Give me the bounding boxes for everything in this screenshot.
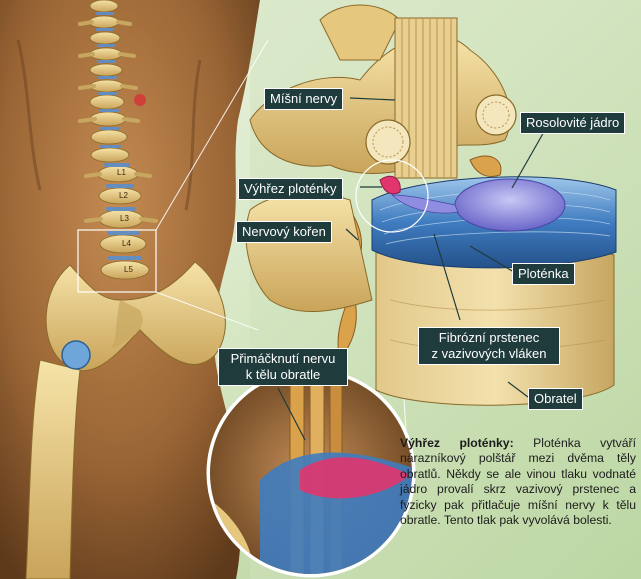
callout-nucleus-pulposus: Rosolovité jádro bbox=[520, 112, 626, 134]
herniation-highlight-circle bbox=[355, 159, 429, 233]
vertebra-label-l2: L2 bbox=[119, 191, 128, 200]
vertebra-label-l5: L5 bbox=[124, 265, 133, 274]
explanation-caption: Výhřez ploténky: Ploténka vytváří nárazn… bbox=[400, 436, 636, 528]
human-back-figure: L1 L2 L3 L4 L5 bbox=[0, 0, 260, 579]
callout-nerve-root: Nervový kořen bbox=[236, 221, 332, 243]
vertebra-label-l4: L4 bbox=[122, 239, 131, 248]
callout-annulus-line1: Fibrózní prstenec bbox=[438, 330, 540, 345]
nucleus-pulposus bbox=[454, 178, 566, 232]
callout-disc: Ploténka bbox=[512, 263, 575, 285]
spinal-column: L1 L2 L3 L4 L5 bbox=[78, 0, 158, 280]
callout-disc-herniation: Výhřez ploténky bbox=[238, 178, 343, 200]
highlight-box bbox=[77, 229, 157, 293]
vertebra-label-l3: L3 bbox=[120, 214, 129, 223]
vertebra-label-l1: L1 bbox=[117, 168, 126, 177]
callout-leader-lines bbox=[277, 97, 546, 441]
callout-compression-line1: Přimáčknutí nervu bbox=[230, 351, 336, 366]
caption-body: Ploténka vytváří nárazníkový polštář mez… bbox=[400, 436, 636, 528]
caption-lead: Výhřez ploténky: bbox=[400, 436, 514, 450]
callout-spinal-nerves: Míšní nervy bbox=[264, 88, 344, 110]
callout-vertebra: Obratel bbox=[528, 388, 583, 410]
callout-nerve-compression: Přimáčknutí nervu k tělu obratle bbox=[218, 348, 348, 386]
pain-point-marker bbox=[134, 94, 146, 106]
herniation-bulge bbox=[379, 176, 401, 195]
callout-compression-line2: k tělu obratle bbox=[245, 367, 321, 382]
femur bbox=[25, 359, 81, 579]
callout-annulus-fibrosus: Fibrózní prstenec z vazivových vláken bbox=[418, 327, 560, 365]
callout-annulus-line2: z vazivových vláken bbox=[431, 346, 547, 361]
